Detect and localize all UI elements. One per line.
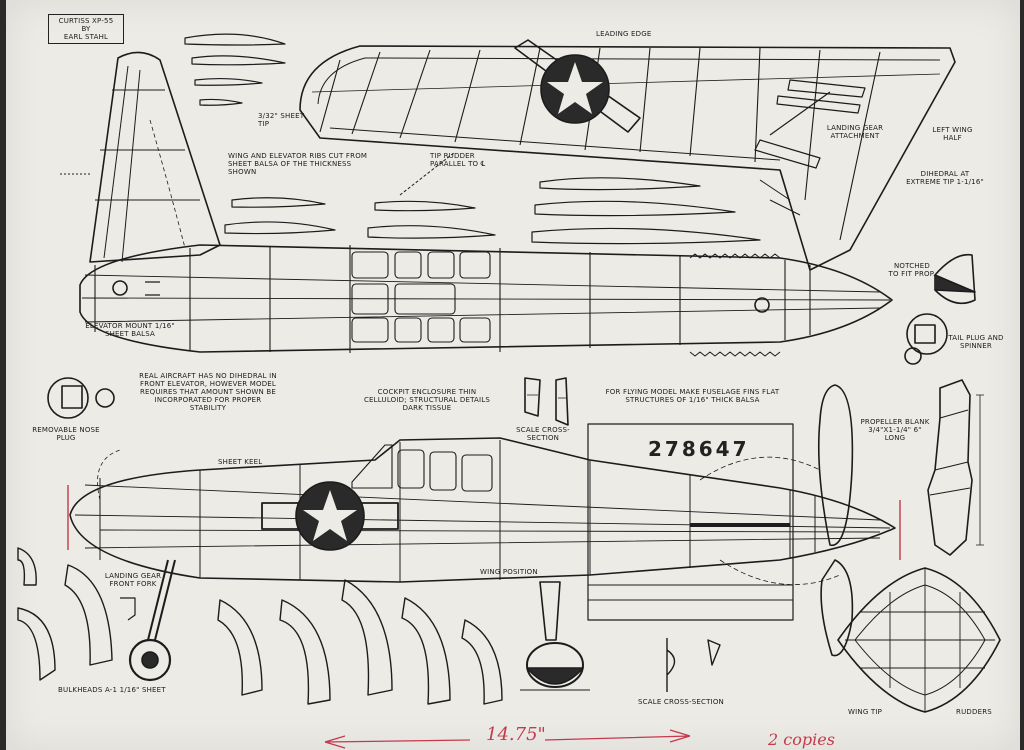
label-sheet-tip: 3/32" SHEET TIP	[258, 112, 305, 128]
label-removable-nose-plug: REMOVABLE NOSE PLUG	[32, 426, 100, 442]
left-wing-plan	[299, 39, 956, 271]
label-tip-rudder: TIP RUDDER PARALLEL TO ℄	[430, 152, 486, 168]
wing-rib-templates	[184, 33, 761, 245]
label-wing-elevator-note: WING AND ELEVATOR RIBS CUT FROM SHEET BA…	[228, 152, 368, 176]
handwritten-copies: 2 copies	[768, 730, 835, 749]
title-block: CURTISS XP-55 BY EARL STAHL	[48, 14, 124, 44]
scale-cross-section-top	[524, 377, 569, 426]
fuselage-insignia	[261, 481, 399, 551]
label-leading-edge: LEADING EDGE	[596, 30, 652, 38]
title-line-3: EARL STAHL	[63, 33, 109, 41]
label-real-aircraft-note: REAL AIRCRAFT HAS NO DIHEDRAL IN FRONT E…	[139, 372, 277, 412]
label-left-wing-half: LEFT WING HALF	[932, 126, 973, 142]
serial-number: 278647	[648, 437, 750, 461]
label-scale-cross-section-top: SCALE CROSS-SECTION	[516, 426, 570, 442]
label-bulkheads: BULKHEADS A-1 1/16" SHEET	[58, 686, 166, 694]
label-cockpit-note: COCKPIT ENCLOSURE THIN CELLULOID; STRUCT…	[363, 388, 491, 412]
label-landing-gear-attachment: LANDING GEAR ATTACHMENT	[826, 124, 884, 140]
label-rudders: RUDDERS	[956, 708, 992, 716]
label-wing-position: WING POSITION	[480, 568, 538, 576]
propeller-side	[817, 384, 854, 657]
label-wing-tip: WING TIP	[848, 708, 883, 716]
title-line-2: BY	[81, 25, 91, 33]
tail-plug-spinner	[904, 313, 948, 365]
fuselage-side-view	[69, 423, 896, 621]
vertical-fin	[89, 51, 221, 263]
propeller-blank	[927, 379, 984, 556]
notched-prop-cone	[934, 253, 976, 305]
removable-nose-plug	[47, 377, 115, 419]
label-scale-cross-section-bottom: SCALE CROSS-SECTION	[638, 698, 724, 706]
main-landing-gear	[520, 581, 590, 691]
label-landing-gear-fork: LANDING GEAR FRONT FORK	[104, 572, 162, 588]
nose-landing-gear	[120, 559, 176, 682]
handwritten-length: 14.75"	[486, 724, 546, 745]
length-arrows	[324, 729, 691, 749]
label-tail-plug: TAIL PLUG AND SPINNER	[948, 334, 1004, 350]
label-flying-model-note: FOR FLYING MODEL MAKE FUSELAGE FINS FLAT…	[605, 388, 780, 404]
scale-cross-section-bottom	[666, 638, 721, 692]
bulkheads	[17, 547, 503, 705]
label-notched-prop: NOTCHED TO FIT PROP.	[888, 262, 936, 278]
wing-insignia	[514, 39, 641, 133]
label-propeller-blank: PROPELLER BLANK 3/4"X1-1/4" 6" LONG	[860, 418, 930, 442]
label-elevator-mount: ELEVATOR MOUNT 1/16" SHEET BALSA	[85, 322, 175, 338]
label-sheet-keel: SHEET KEEL	[218, 458, 263, 466]
title-line-1: CURTISS XP-55	[58, 17, 114, 25]
label-dihedral: DIHEDRAL AT EXTREME TIP 1-1/16"	[906, 170, 984, 186]
fuselage-plan-view	[79, 244, 893, 357]
wing-tip-rudder	[837, 567, 1001, 713]
